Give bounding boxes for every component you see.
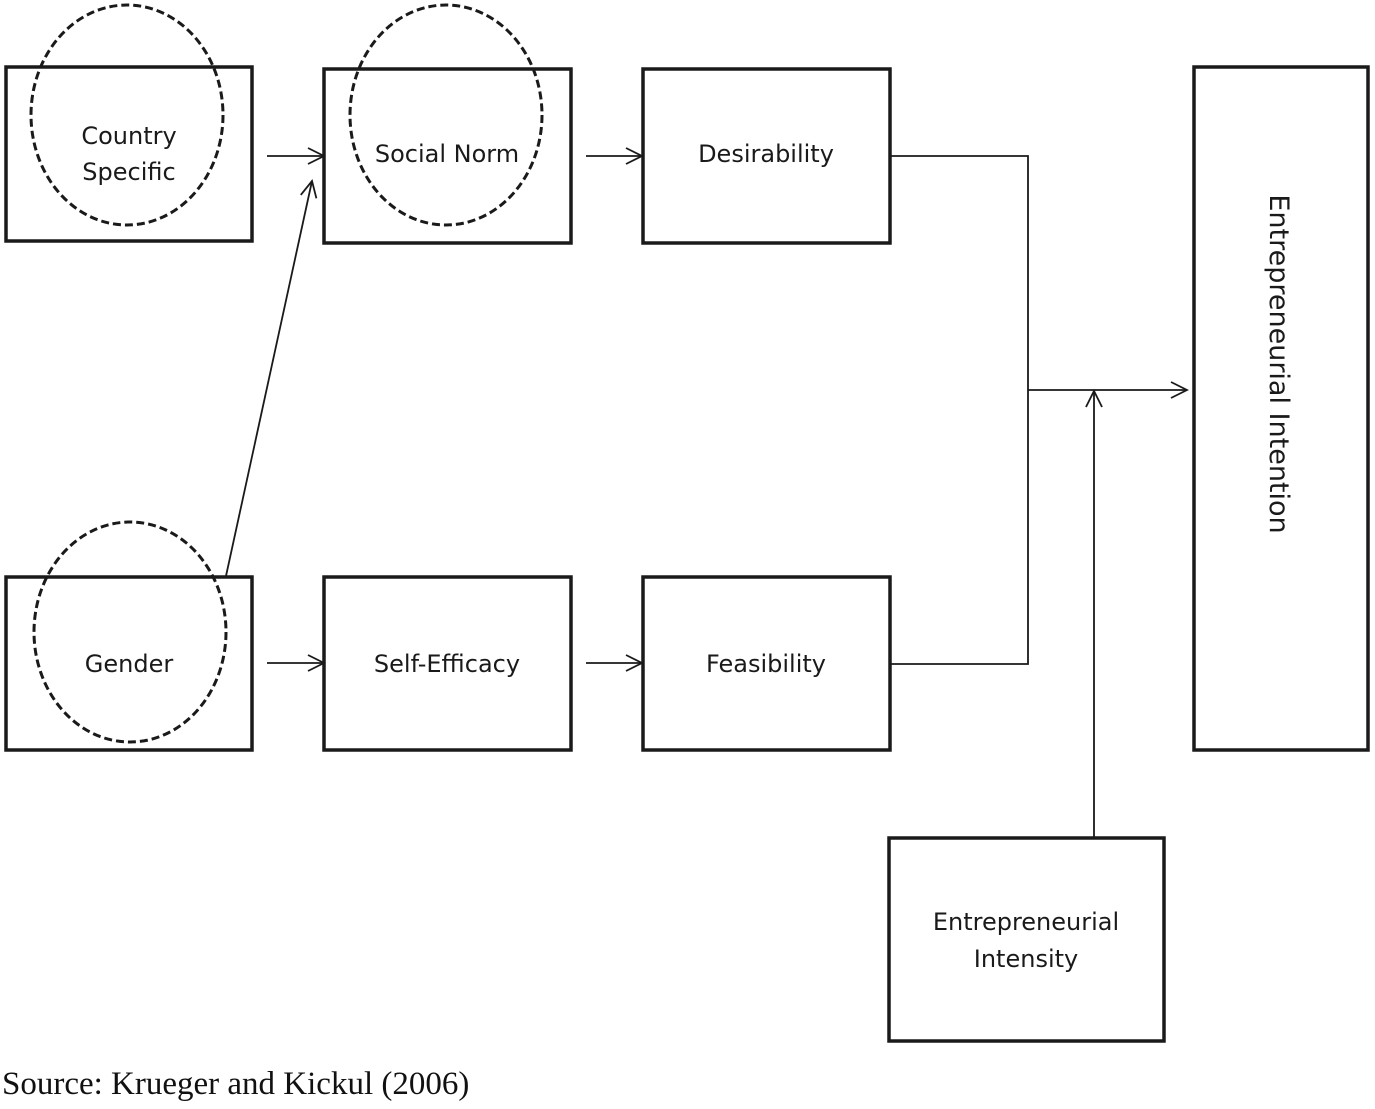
arrow-gender-to-social-norm [225,181,312,577]
gender-dashed-ellipse [32,520,228,744]
entrepreneurial-intensity-label-line1: Entrepreneurial [933,908,1119,936]
entrepreneurial-intensity-label-line2: Intensity [974,945,1078,973]
country-specific-dashed-ellipse [29,3,225,227]
self-efficacy-label: Self-Efficacy [374,650,520,678]
connector-desirability [890,155,1029,665]
feasibility-label: Feasibility [706,650,826,678]
entrepreneurial-intention-label: Entrepreneurial Intention [1263,194,1294,533]
gender-box [4,575,254,752]
entrepreneurial-intensity-box [887,836,1166,1043]
entrepreneurial-intention-box [1192,65,1370,752]
country-specific-label-line2: Specific [82,158,175,186]
country-specific-label-line1: Country [81,122,176,150]
desirability-label: Desirability [698,140,834,168]
social-norm-label: Social Norm [375,140,519,168]
country-specific-box [4,65,254,243]
source-caption: Source: Krueger and Kickul (2006) [2,1066,470,1102]
gender-label: Gender [85,650,174,678]
social-norm-dashed-ellipse [348,3,544,227]
